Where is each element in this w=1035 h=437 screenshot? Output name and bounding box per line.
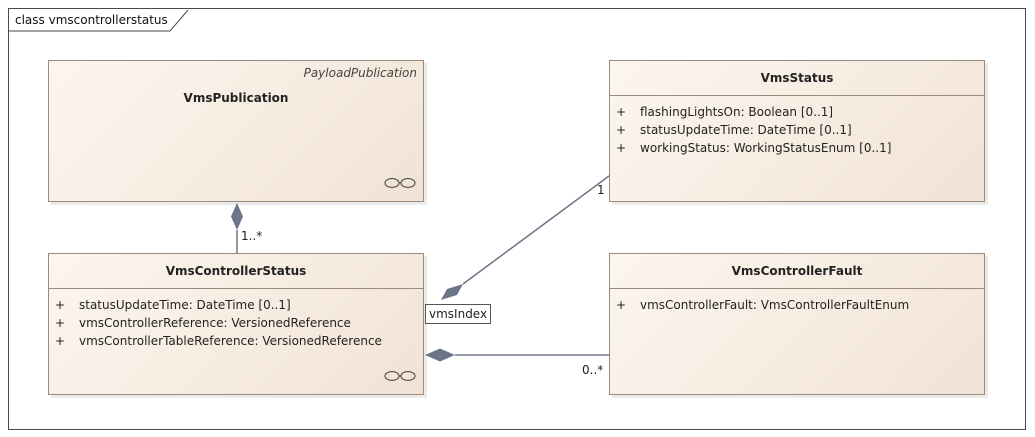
composition-diamond-vmsstatus [441,284,463,300]
class-vms-controller-status[interactable]: VmsControllerStatus +statusUpdateTime: D… [48,253,424,395]
attribute-text: vmsControllerFault: VmsControllerFaultEn… [640,298,910,312]
role-label-vmsindex: vmsIndex [425,304,492,324]
multiplicity-vmsstatus: 1 [597,183,605,197]
multiplicity-publication-status: 1..* [241,229,263,243]
attribute-text: vmsControllerReference: VersionedReferen… [79,316,351,330]
attribute-row: +statusUpdateTime: DateTime [0..1] [616,123,852,137]
composition-diamond-publication [231,203,243,230]
class-stereotype: PayloadPublication [303,66,417,80]
attribute-row: +vmsControllerFault: VmsControllerFaultE… [616,298,910,312]
attribute-text: flashingLightsOn: Boolean [0..1] [640,105,834,119]
attribute-text: vmsControllerTableReference: VersionedRe… [79,334,382,348]
class-vms-publication[interactable]: PayloadPublication VmsPublication [48,60,424,202]
attribute-row: +workingStatus: WorkingStatusEnum [0..1] [616,141,892,155]
class-vms-status[interactable]: VmsStatus +flashingLightsOn: Boolean [0.… [609,60,985,202]
class-name: VmsControllerFault [731,264,863,278]
class-vms-controller-fault[interactable]: VmsControllerFault +vmsControllerFault: … [609,253,985,395]
multiplicity-fault: 0..* [582,363,604,377]
attribute-text: workingStatus: WorkingStatusEnum [0..1] [640,141,892,155]
association-status-vmsstatus [462,175,610,285]
link-icon [384,177,416,189]
class-name: VmsPublication [183,91,289,105]
attribute-row: +flashingLightsOn: Boolean [0..1] [616,105,834,119]
attribute-row: +vmsControllerReference: VersionedRefere… [55,316,351,330]
frame-tab [9,9,189,32]
composition-diamond-fault [425,348,455,362]
diagram-frame [8,8,1026,430]
attribute-row: +statusUpdateTime: DateTime [0..1] [55,298,291,312]
class-name: VmsControllerStatus [165,264,307,278]
attribute-row: +vmsControllerTableReference: VersionedR… [55,334,382,348]
frame-label: class vmscontrollerstatus [15,13,168,27]
class-name: VmsStatus [760,71,834,85]
link-icon [384,370,416,382]
attribute-text: statusUpdateTime: DateTime [0..1] [640,123,852,137]
attribute-text: statusUpdateTime: DateTime [0..1] [79,298,291,312]
